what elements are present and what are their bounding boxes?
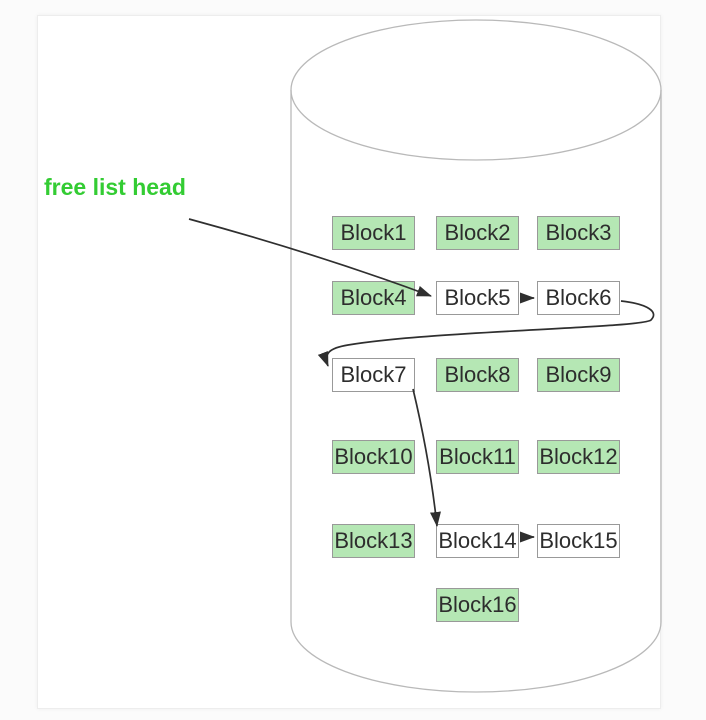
block-node-3: Block3: [537, 216, 620, 250]
block-node-4: Block4: [332, 281, 415, 315]
block-node-1: Block1: [332, 216, 415, 250]
block-node-12: Block12: [537, 440, 620, 474]
free-list-head-label: free list head: [44, 174, 186, 200]
block-node-15: Block15: [537, 524, 620, 558]
block-node-14: Block14: [436, 524, 519, 558]
block-node-2: Block2: [436, 216, 519, 250]
block-node-7: Block7: [332, 358, 415, 392]
block-node-13: Block13: [332, 524, 415, 558]
block-node-5: Block5: [436, 281, 519, 315]
block-node-8: Block8: [436, 358, 519, 392]
block-node-10: Block10: [332, 440, 415, 474]
block-node-9: Block9: [537, 358, 620, 392]
block-node-11: Block11: [436, 440, 519, 474]
block-node-16: Block16: [436, 588, 519, 622]
block-node-6: Block6: [537, 281, 620, 315]
